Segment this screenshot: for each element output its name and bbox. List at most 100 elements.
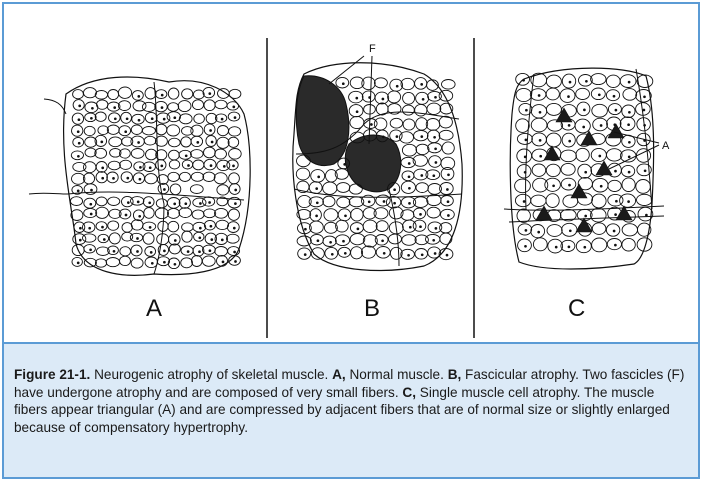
muscle-fiber [131, 125, 142, 135]
fiber-nucleus [569, 184, 571, 186]
muscle-fiber [191, 125, 203, 136]
muscle-fiber [106, 258, 119, 267]
fiber-nucleus [139, 178, 141, 180]
fiber-nucleus [102, 167, 104, 169]
panel-c-single-cell-atrophy: A C [504, 68, 670, 322]
fascicle-marker-f: F [369, 43, 376, 55]
muscle-fiber [374, 118, 387, 130]
fiber-nucleus [644, 96, 646, 98]
panel-label-a: A [146, 295, 162, 322]
muscle-fiber [403, 92, 415, 104]
muscle-fiber [132, 91, 143, 101]
muscle-fiber [402, 171, 414, 181]
fiber-nucleus [435, 148, 437, 150]
muscle-fiber [191, 136, 203, 146]
muscle-fiber [70, 197, 82, 206]
muscle-fiber [623, 89, 637, 101]
fiber-nucleus [600, 125, 602, 127]
fiber-nucleus [585, 215, 587, 217]
fiber-nucleus [396, 136, 398, 138]
muscle-fiber [533, 238, 547, 251]
muscle-fiber [390, 118, 402, 128]
muscle-fiber [120, 256, 131, 265]
muscle-fiber [228, 209, 239, 220]
caption-b-label: B, [448, 367, 462, 382]
fiber-nucleus [234, 117, 236, 119]
muscle-fiber [95, 112, 106, 121]
fiber-nucleus [125, 214, 127, 216]
fiber-nucleus [174, 117, 176, 119]
muscle-fiber [323, 182, 337, 194]
fiber-nucleus [127, 202, 129, 204]
fiber-nucleus [382, 240, 384, 242]
muscle-fiber [193, 90, 204, 99]
fiber-nucleus [421, 136, 423, 138]
fiber-nucleus [613, 230, 615, 232]
fiber-nucleus [615, 214, 617, 216]
muscle-fiber [229, 89, 241, 98]
muscle-fiber [168, 258, 179, 269]
muscle-fiber [193, 222, 206, 232]
muscle-fiber [203, 197, 215, 206]
fiber-nucleus [92, 107, 94, 109]
caption-figure-id: Figure 21-1. [14, 367, 90, 382]
fiber-nucleus [368, 201, 370, 203]
fiber-nucleus [185, 155, 187, 157]
muscle-fiber [388, 91, 401, 103]
muscle-fiber [403, 105, 415, 115]
muscle-fiber [142, 102, 155, 111]
fiber-nucleus [629, 111, 631, 113]
fiber-nucleus [356, 111, 358, 113]
muscle-fiber [622, 238, 635, 251]
muscle-fiber [591, 88, 605, 100]
fiber-nucleus [330, 241, 332, 243]
muscle-fiber [95, 91, 107, 100]
muscle-fiber [216, 220, 229, 229]
muscle-fiber [168, 221, 179, 232]
fiber-nucleus [394, 202, 396, 204]
muscle-fiber [310, 209, 322, 221]
muscle-fiber [351, 208, 363, 221]
fiber-nucleus [646, 214, 648, 216]
muscle-fiber [131, 197, 144, 206]
fiber-nucleus [138, 96, 140, 98]
muscle-fiber [637, 75, 653, 88]
fiber-nucleus [140, 167, 142, 169]
muscle-fiber [181, 137, 191, 147]
muscle-fiber [376, 195, 390, 206]
atrophic-fiber [596, 161, 612, 175]
fiber-nucleus [538, 95, 540, 97]
fiber-nucleus [555, 246, 557, 248]
muscle-fiber [592, 223, 606, 235]
muscle-fiber [182, 160, 192, 169]
fiber-nucleus [209, 250, 211, 252]
fiber-nucleus [125, 131, 127, 133]
fiber-nucleus [161, 107, 163, 109]
fiber-nucleus [234, 251, 236, 253]
fiber-nucleus [221, 239, 223, 241]
fiber-nucleus [409, 226, 411, 228]
fiber-nucleus [568, 246, 570, 248]
fiber-nucleus [628, 201, 630, 203]
muscle-fiber [145, 257, 158, 268]
fiber-nucleus [644, 124, 646, 126]
fiber-nucleus [139, 215, 141, 217]
fiber-nucleus [102, 226, 104, 228]
fiber-nucleus [433, 239, 435, 241]
muscle-fiber [168, 103, 179, 112]
fiber-nucleus [211, 239, 213, 241]
muscle-fiber [156, 199, 167, 208]
fiber-nucleus [77, 190, 79, 192]
muscle-fiber [156, 160, 166, 171]
muscle-fiber [204, 124, 215, 135]
muscle-fiber [84, 126, 95, 135]
fiber-nucleus [199, 227, 201, 229]
muscle-fiber [167, 208, 179, 218]
atrophic-fiber [536, 206, 552, 220]
muscle-fiber [131, 149, 144, 159]
caption-box: Figure 21-1. Neurogenic atrophy of skele… [4, 342, 698, 477]
fiber-nucleus [174, 203, 176, 205]
fiber-nucleus [221, 118, 223, 120]
fiber-nucleus [164, 250, 166, 252]
fiber-nucleus [235, 261, 237, 263]
